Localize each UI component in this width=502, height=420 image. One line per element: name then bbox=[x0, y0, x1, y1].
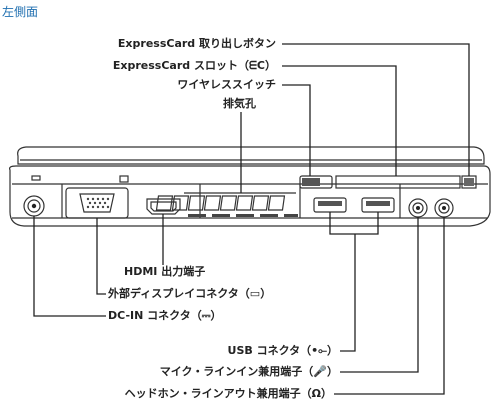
leader-wireless-switch bbox=[282, 84, 311, 176]
exhaust-vent bbox=[155, 192, 298, 217]
vent-slot bbox=[155, 195, 174, 211]
section-title: 左側面 bbox=[2, 5, 39, 19]
label-hdmi: HDMI 出力端子 bbox=[124, 265, 206, 278]
leader-vga bbox=[96, 218, 106, 295]
usb-icon: •⟜ bbox=[311, 344, 327, 357]
label-wireless-switch: ワイヤレススイッチ bbox=[177, 78, 276, 91]
leader-headphone bbox=[334, 217, 445, 395]
wireless-switch bbox=[299, 175, 333, 189]
vent-slot bbox=[251, 195, 270, 211]
label-dcin: DC-IN コネクタ（⎓） bbox=[108, 309, 222, 322]
vga-connector bbox=[65, 187, 129, 219]
hdmi-connector bbox=[146, 198, 181, 215]
label-usb: USB コネクタ（•⟜） bbox=[227, 344, 338, 357]
label-expresscard-eject: ExpressCard 取り出しボタン bbox=[117, 37, 276, 50]
microphone-icon: 🎤 bbox=[313, 365, 327, 378]
label-mic: マイク・ラインイン兼用端子（🎤） bbox=[159, 365, 338, 378]
vent-slot bbox=[219, 195, 238, 211]
label-expresscard-slot: ExpressCard スロット（ᗴC） bbox=[112, 59, 276, 72]
leader-expresscard-eject bbox=[282, 43, 470, 176]
leader-dcin bbox=[33, 216, 106, 317]
vent-slot bbox=[171, 195, 190, 211]
label-headphone: ヘッドホン・ラインアウト兼用端子（Ω） bbox=[124, 387, 332, 400]
display-icon: ▭ bbox=[249, 287, 261, 300]
vent-slot bbox=[267, 195, 286, 211]
vga-status-mark bbox=[119, 175, 129, 183]
vent-slot bbox=[235, 195, 254, 211]
lid bbox=[17, 146, 485, 165]
leader-mic bbox=[340, 217, 419, 373]
leader-expresscard-slot bbox=[282, 65, 397, 176]
dc-icon: ⎓ bbox=[201, 309, 211, 322]
headphone-icon: Ω bbox=[311, 387, 321, 400]
leader-usb bbox=[329, 212, 379, 352]
vent-slot bbox=[203, 195, 222, 211]
vent-slot bbox=[187, 195, 206, 211]
expresscard-icon: ᗴC bbox=[248, 59, 265, 72]
expresscard-slot bbox=[335, 175, 461, 189]
power-status-mark bbox=[31, 175, 41, 181]
label-vga: 外部ディスプレイコネクタ（▭） bbox=[108, 287, 272, 300]
label-vent: 排気孔 bbox=[223, 97, 256, 110]
